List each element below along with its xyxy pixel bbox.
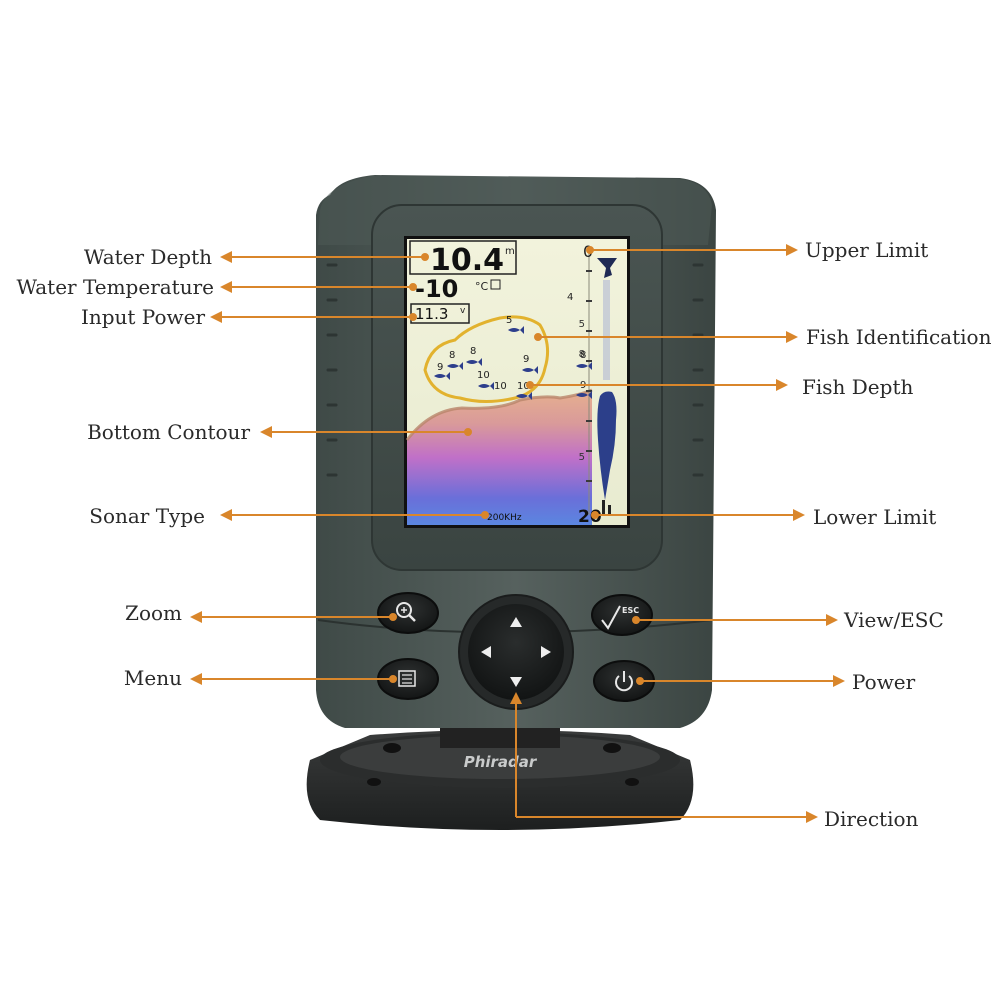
label-view-esc: View/ESC <box>844 608 944 632</box>
mount-stand: Phiradar <box>306 728 694 830</box>
voltage-unit: v <box>460 306 466 316</box>
fish-icon <box>447 362 463 370</box>
label-power: Power <box>852 670 916 694</box>
fish-icon <box>576 391 592 399</box>
power-button[interactable] <box>593 660 655 702</box>
scale-tick: 5 <box>579 452 585 463</box>
label-zoom: Zoom <box>125 601 182 625</box>
arrow-right-icon[interactable] <box>541 646 551 658</box>
flasher-bar <box>597 391 617 500</box>
fish-icon <box>478 382 494 390</box>
arrow-down-icon[interactable] <box>510 677 522 687</box>
zoom-in-icon <box>396 602 412 618</box>
scale-tick: 8 <box>579 349 585 360</box>
view-esc-button[interactable]: ESC <box>591 594 653 636</box>
callout-arrows <box>190 244 845 823</box>
fish-depth-label: 8 <box>449 350 455 361</box>
brand-logo: Phiradar <box>464 753 538 771</box>
depth-scale: 5 8 5 <box>579 248 617 515</box>
label-lower-limit: Lower Limit <box>813 505 937 529</box>
frequency-readout: 200KHz <box>487 513 522 523</box>
label-input-power: Input Power <box>80 305 205 329</box>
bottom-contour-graphic <box>407 390 592 525</box>
fish-depth-label: 10 <box>477 370 490 381</box>
fish-icon <box>576 362 592 370</box>
fish-depth-label: 8 <box>470 346 476 357</box>
zoom-button[interactable] <box>377 592 439 634</box>
fish-depth-label: 8 <box>580 350 586 361</box>
fish-icon <box>434 372 450 380</box>
scale-tick: 5 <box>579 319 585 330</box>
label-fish-identification: Fish Identification <box>806 325 992 349</box>
direction-pad[interactable] <box>458 594 574 710</box>
sonar-screen: 5 8 5 10.4 m -10 °C 11.3 v 0 20 200KHz <box>404 236 630 528</box>
fish-icon <box>508 326 524 334</box>
voltage-readout: 11.3 <box>415 305 448 323</box>
fish-icon <box>522 366 538 374</box>
fish-depth-label: 9 <box>523 354 529 365</box>
temperature-unit: °C <box>475 280 489 293</box>
temperature-readout: -10 <box>415 275 458 303</box>
arrow-up-icon[interactable] <box>510 617 522 627</box>
fish-depth-label: 9 <box>437 362 443 373</box>
label-direction: Direction <box>824 807 919 831</box>
arrow-left-icon[interactable] <box>481 646 491 658</box>
label-bottom-contour: Bottom Contour <box>87 420 250 444</box>
fish-school-outline <box>423 315 550 403</box>
fish-icon <box>516 392 532 400</box>
depth-unit: m <box>505 246 515 257</box>
label-water-temperature: Water Temperature <box>16 275 214 299</box>
label-upper-limit: Upper Limit <box>805 238 929 262</box>
menu-icon <box>398 670 416 687</box>
depth-readout: 10.4 <box>430 243 504 278</box>
controls: ESC <box>377 592 655 710</box>
label-water-depth: Water Depth <box>83 245 212 269</box>
fish-depth-label: 5 <box>506 315 512 326</box>
label-fish-depth: Fish Depth <box>802 375 914 399</box>
power-icon <box>615 675 633 692</box>
view-esc-icon <box>601 605 621 630</box>
fish-depth-label: 10 <box>494 381 507 392</box>
fish-depth-label: 4 <box>567 292 573 303</box>
label-sonar-type: Sonar Type <box>89 504 205 528</box>
fish-icon <box>466 358 482 366</box>
label-menu: Menu <box>123 666 182 690</box>
fish-depth-label: 10 <box>517 381 530 392</box>
esc-text: ESC <box>622 606 639 615</box>
